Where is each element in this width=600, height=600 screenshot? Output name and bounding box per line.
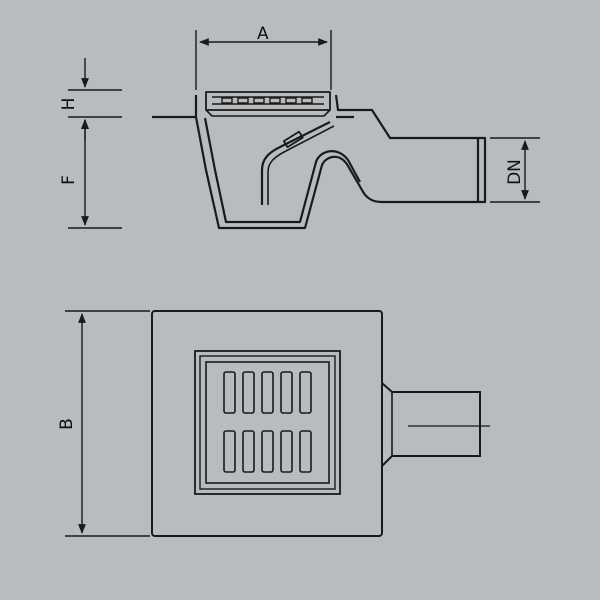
plan-grate [205,361,330,484]
plan-grate-slots [223,371,312,473]
side-section-view [152,91,487,230]
label-b: B [57,418,77,430]
plan-body [151,310,383,537]
label-a: A [257,24,269,44]
dimension-a [195,30,332,90]
trap-bell-inner [267,125,335,205]
drain-body-outline [194,94,480,230]
bell-clip [282,130,304,149]
label-dn: DN [505,159,525,185]
grate-slots-side [221,97,313,104]
plan-view [151,310,490,537]
plan-grate-frame-inner [199,355,336,490]
label-f: F [59,175,79,185]
trap-bell [260,121,331,205]
plan-outlet [381,382,481,467]
dimension-b [65,310,150,537]
grate-top [212,96,324,105]
outlet-pipe [478,136,487,204]
grate-support [205,109,331,117]
dimension-f [68,119,122,229]
label-h: H [59,98,79,111]
plan-grate-frame-outer [194,350,341,495]
drain-inner-wall [203,117,361,224]
dimension-dn [490,137,540,203]
